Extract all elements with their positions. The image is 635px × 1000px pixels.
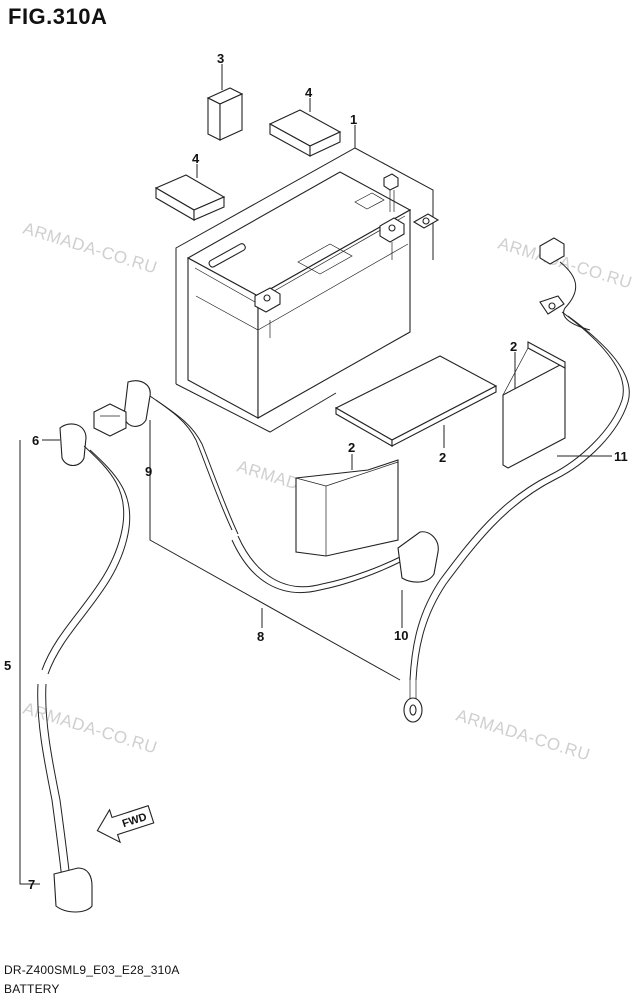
- leader-5-outline: [19, 440, 40, 885]
- callout-3: 3: [217, 51, 224, 66]
- callout-4-left: 4: [192, 151, 200, 166]
- callout-5: 5: [4, 658, 11, 673]
- part-8-cable: [123, 380, 439, 594]
- watermark-1: ARMADA-CO.RU: [21, 219, 160, 278]
- callout-6: 6: [32, 433, 39, 448]
- part-4-pad-top: [268, 109, 342, 157]
- callout-2-sheet: 2: [439, 450, 446, 465]
- watermark-4: ARMADA-CO.RU: [21, 699, 160, 758]
- watermark-2: ARMADA-CO.RU: [496, 234, 635, 293]
- part-3-pad: [206, 87, 244, 141]
- part-9-connector: [93, 403, 127, 437]
- callout-4-top: 4: [305, 85, 313, 100]
- part-4-pad-left: [154, 174, 226, 221]
- part-2-sheet: [334, 355, 498, 447]
- callout-9: 9: [145, 464, 152, 479]
- callout-8: 8: [257, 629, 264, 644]
- callout-10: 10: [394, 628, 408, 643]
- watermark-5: ARMADA-CO.RU: [454, 706, 593, 765]
- callout-2-right: 2: [510, 339, 517, 354]
- part-2-plate-right: [502, 341, 566, 469]
- callout-11: 11: [614, 449, 628, 464]
- part-10-terminal: [403, 680, 423, 723]
- part-11-cable: [409, 237, 630, 681]
- part-5-cable: [37, 423, 131, 913]
- fwd-arrow: FWD: [96, 805, 155, 844]
- leader-8-outline: [149, 440, 401, 681]
- battery: [186, 171, 412, 419]
- footer-figure-name: BATTERY: [4, 982, 60, 996]
- footer-figure-code: DR-Z400SML9_E03_E28_310A: [4, 963, 180, 977]
- callout-7: 7: [28, 877, 35, 892]
- terminal-bolt: [383, 173, 440, 229]
- callout-1: 1: [350, 112, 357, 127]
- figure-title: FIG.310A: [8, 4, 108, 29]
- callout-2-middle: 2: [348, 440, 355, 455]
- part-2-plate-middle: [295, 459, 399, 557]
- battery-group-outline-bottom: [175, 383, 337, 433]
